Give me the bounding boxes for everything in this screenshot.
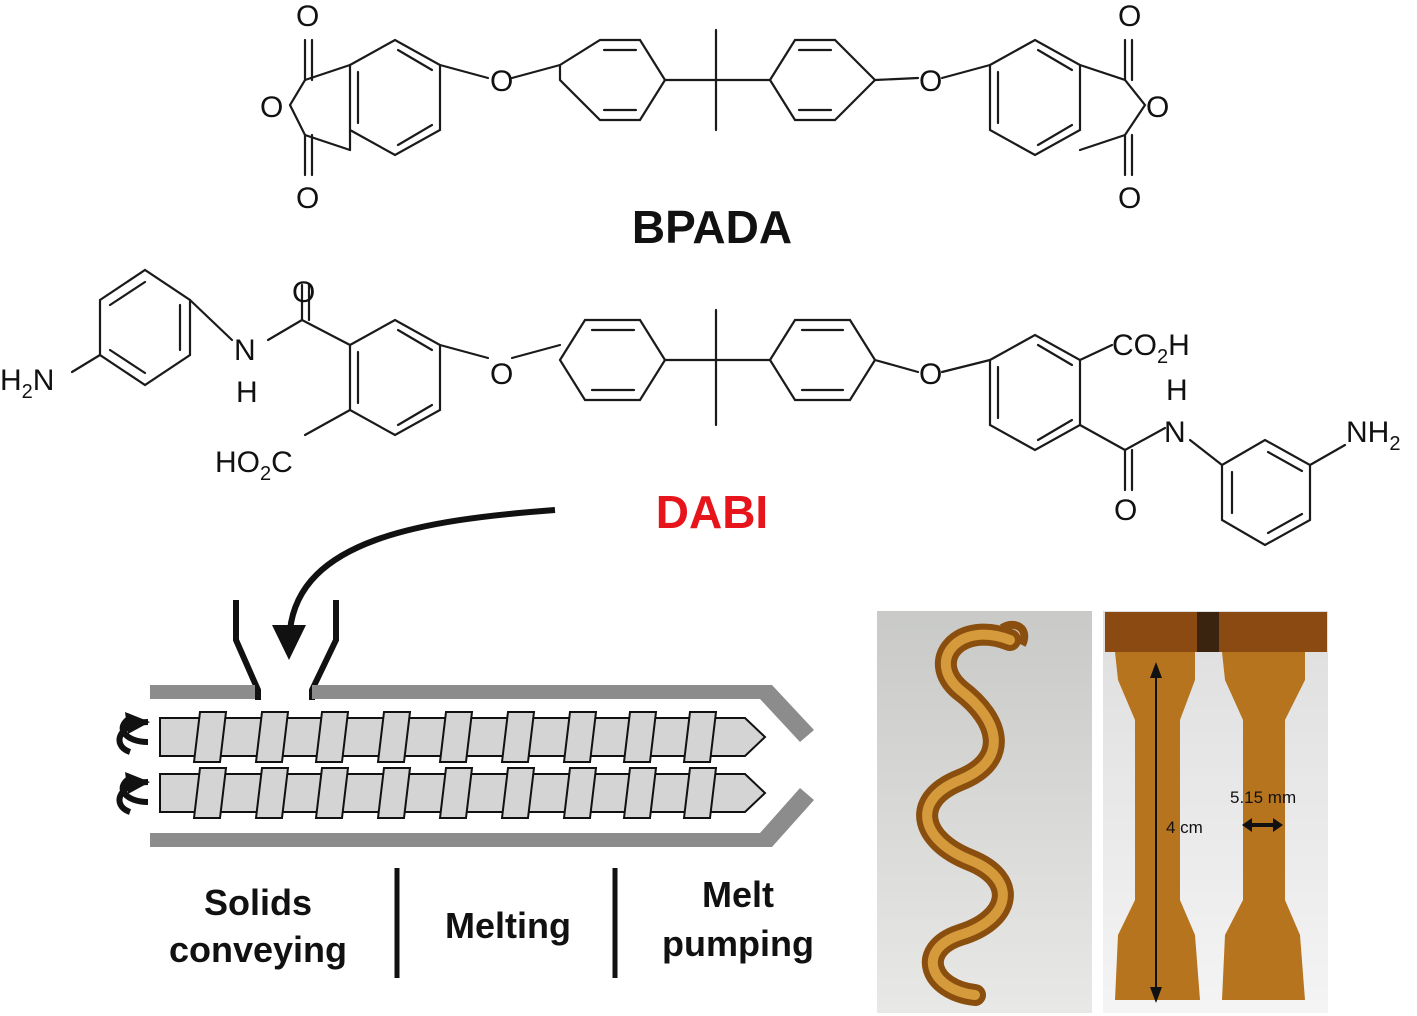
atom-n: N	[234, 334, 256, 367]
screw-flight	[500, 767, 536, 819]
atom-o: O	[260, 91, 283, 124]
bpada-structure: O O O O O O O O BPADA	[260, 0, 1169, 253]
atom-o: O	[490, 358, 513, 391]
stage-melt-label: Melt	[702, 874, 774, 915]
rotation-arrow-icon	[125, 712, 150, 734]
barrel-top-right	[312, 685, 768, 699]
screw-flight	[438, 767, 474, 819]
amber-spiral-highlight	[922, 629, 1015, 1000]
screw-flight	[682, 767, 718, 819]
barrel-bottom	[150, 833, 768, 847]
atom-o: O	[296, 0, 319, 33]
specimen-gate	[1197, 612, 1219, 652]
screw-flight	[562, 711, 598, 763]
length-arrow-head	[1150, 987, 1162, 1003]
photo-dogbone-specimens: 4 cm 5.15 mm	[1103, 611, 1328, 1013]
amine-group: H2N	[0, 364, 54, 403]
barrel-die-bottom	[760, 788, 814, 847]
stage-solids-label: Solids	[204, 882, 312, 923]
screw-flight	[622, 767, 658, 819]
screw-flight	[376, 711, 412, 763]
barrel-die-top	[760, 685, 814, 742]
rotation-arrow-icon	[125, 772, 150, 794]
barrel-top-left	[150, 685, 255, 699]
atom-o: O	[1118, 0, 1141, 33]
feed-arrow-head	[272, 625, 306, 660]
dogbone-specimen-left	[1115, 652, 1200, 1000]
screw-flight	[682, 711, 718, 763]
screw-lower	[159, 767, 767, 819]
photo-spiral-filament	[877, 611, 1092, 1013]
rotation-arrow-icon	[119, 775, 149, 805]
photo-background	[877, 611, 1092, 1013]
bpada-label: BPADA	[632, 201, 792, 253]
amine-group: NH2	[1346, 416, 1400, 455]
dabi-label: DABI	[656, 486, 768, 538]
dabi-structure: H2N N H O HO2C O O CO2H H N O NH2 DABI	[0, 268, 1400, 547]
width-arrow-head	[1273, 818, 1283, 832]
screw-flight	[254, 767, 290, 819]
spiral-tip	[999, 620, 1029, 647]
rotation-arrow-icon	[119, 715, 149, 745]
screw-flight	[314, 711, 350, 763]
atom-o: O	[1146, 91, 1169, 124]
screw-flight	[192, 767, 228, 819]
atom-o: O	[490, 65, 513, 98]
screw-flight	[438, 711, 474, 763]
atom-h: H	[1166, 374, 1188, 407]
screw-flight	[254, 711, 290, 763]
length-label: 4 cm	[1166, 818, 1203, 837]
atom-n: N	[1164, 416, 1186, 449]
length-arrow-head	[1150, 662, 1162, 678]
screw-flight	[314, 767, 350, 819]
acid-group: CO2H	[1112, 329, 1190, 368]
atom-o: O	[919, 65, 942, 98]
atom-o: O	[1118, 182, 1141, 215]
screw-upper	[159, 711, 767, 763]
screw-flight	[192, 711, 228, 763]
width-arrow-head	[1242, 818, 1252, 832]
atom-o: O	[919, 358, 942, 391]
acid-group: HO2C	[215, 446, 293, 485]
screw-flight	[376, 767, 412, 819]
screw-flight	[500, 711, 536, 763]
atom-o: O	[296, 182, 319, 215]
stage-conveying-label: conveying	[169, 929, 347, 970]
stage-melting-label: Melting	[445, 905, 571, 946]
atom-o: O	[292, 276, 315, 309]
width-label: 5.15 mm	[1230, 788, 1296, 807]
atom-o: O	[1114, 494, 1137, 527]
twin-screw-extruder: Solids conveying Melting Melt pumping	[116, 600, 814, 978]
screw-flight	[622, 711, 658, 763]
feed-arrow	[287, 507, 556, 631]
atom-h: H	[236, 376, 258, 409]
screw-flight	[562, 767, 598, 819]
stage-pumping-label: pumping	[662, 923, 814, 964]
